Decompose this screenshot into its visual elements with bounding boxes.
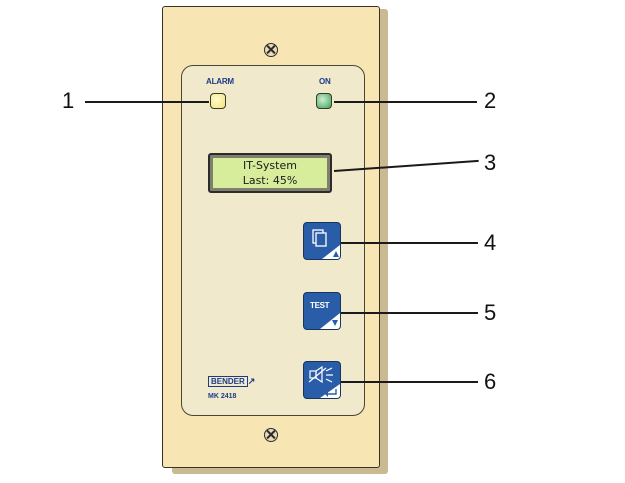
callout-number-5: 5: [484, 300, 497, 325]
bottom-screw-icon: [264, 428, 278, 442]
callout-line-6: [341, 381, 478, 383]
lcd-screen: IT-System Last: 45%: [213, 158, 327, 188]
mute-enter-button[interactable]: [303, 361, 341, 399]
callout-number-6: 6: [484, 369, 497, 394]
on-led-icon: [316, 93, 332, 109]
lcd-display: IT-System Last: 45%: [208, 153, 332, 193]
top-screw-icon: [264, 43, 278, 57]
callout-number-1: 1: [62, 88, 75, 113]
menu-up-icon: [312, 229, 340, 259]
callout-line-2: [334, 101, 477, 103]
test-button-label: TEST: [310, 301, 330, 310]
callout-number-3: 3: [484, 150, 497, 175]
callout-line-5: [341, 312, 478, 314]
brand-logo: BENDER↗: [208, 376, 255, 387]
mute-enter-icon: [308, 365, 340, 398]
callout-line-1: [85, 101, 209, 103]
callout-line-4: [341, 242, 478, 244]
model-label: MK 2418: [208, 393, 237, 400]
test-down-button[interactable]: TEST: [303, 292, 341, 330]
display-line-1: IT-System: [243, 159, 297, 172]
callout-number-4: 4: [484, 230, 497, 255]
callout-number-2: 2: [484, 88, 497, 113]
alarm-led-icon: [210, 93, 226, 109]
menu-up-button[interactable]: [303, 222, 341, 260]
test-down-icon: [320, 313, 340, 329]
display-line-2: Last: 45%: [242, 174, 298, 187]
alarm-led-label: ALARM: [206, 77, 234, 86]
on-led-label: ON: [319, 77, 331, 86]
